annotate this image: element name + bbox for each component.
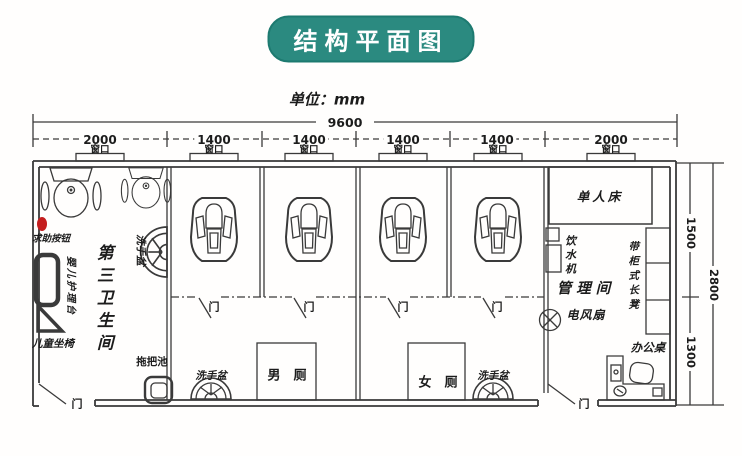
dim-segment: 1400: [289, 134, 329, 146]
baby-care-table: [33, 252, 61, 308]
office-desk: [606, 355, 665, 401]
right-door-swing: [547, 383, 576, 405]
room-womens-toilet: 女 厕: [418, 375, 458, 391]
dim-height-lower: 1300: [684, 332, 698, 372]
window-label: 窗口: [204, 144, 224, 156]
room-mens-toilet: 男 厕: [267, 368, 307, 384]
wash-basin-label: 洗手盆: [477, 369, 509, 382]
dim-segment: 1400: [194, 134, 234, 146]
room-management: 管理间: [556, 280, 616, 297]
office-desk-label: 办公桌: [630, 340, 666, 355]
wash-basin-accessible: [139, 226, 168, 278]
electric-fan-label: 电风扇: [566, 308, 606, 322]
water-dispenser: [545, 227, 562, 273]
door-label: 门: [208, 300, 220, 314]
electric-fan-symbol: [538, 308, 562, 332]
dim-segment-ticks: [32, 131, 678, 147]
cabinet-bench-label: 带柜式长凳: [627, 240, 640, 314]
dim-height-upper: 1500: [684, 213, 698, 253]
mens-screen-wall: [256, 342, 317, 401]
window-label: 窗口: [393, 144, 413, 156]
dim-total-width-line: [32, 114, 678, 131]
dim-segment: 2000: [591, 134, 631, 146]
baby-care-table-label: 婴儿护理台: [65, 256, 76, 316]
stall-door-swings: [198, 297, 496, 319]
door-label: 门: [397, 300, 409, 314]
squat-toilet: [189, 197, 239, 262]
squat-toilet: [474, 197, 522, 262]
window-label: 窗口: [601, 144, 621, 156]
window-label: 窗口: [90, 144, 110, 156]
accessible-toilet: [40, 167, 102, 218]
cabinet-bench: [645, 227, 671, 335]
dim-height-total: 2800: [707, 265, 721, 305]
window-label: 窗口: [488, 144, 508, 156]
unit-label: 单位：mm: [288, 90, 366, 109]
window-notches: [75, 152, 636, 162]
squat-toilet: [285, 197, 333, 262]
door-label: 门: [491, 300, 503, 314]
dim-total-width: 9600: [324, 116, 366, 130]
door-label: 门: [303, 300, 315, 314]
wash-basin-label: 洗手盆: [195, 369, 227, 382]
dim-segment: 1400: [383, 134, 423, 146]
door-label: 门: [71, 397, 83, 411]
squat-toilet: [379, 197, 427, 262]
wash-basin-label: 洗手盆: [134, 234, 147, 266]
child-seat-label: 儿童坐椅: [32, 337, 74, 350]
womens-screen-wall: [407, 342, 466, 401]
window-label: 窗口: [299, 144, 319, 156]
room-third-washroom: 第三卫生间: [94, 243, 114, 357]
child-toilet: [120, 167, 172, 209]
help-button-dot: [37, 217, 47, 231]
child-seat: [36, 301, 67, 333]
left-door-swing: [38, 383, 67, 405]
interior-walls: [166, 167, 549, 400]
single-bed: [548, 166, 653, 225]
mop-sink: [143, 375, 174, 405]
water-dispenser-label: 饮水机: [563, 235, 577, 277]
dim-segment: 1400: [477, 134, 517, 146]
page-title: 结构平面图: [267, 15, 475, 63]
wash-basin: [190, 377, 232, 400]
help-button-label: 求助按钮: [31, 233, 71, 245]
dim-segment: 2000: [80, 134, 120, 146]
single-bed-label: 单人床: [576, 188, 624, 204]
door-label: 门: [578, 397, 590, 411]
mop-sink-label: 拖把池: [136, 355, 168, 368]
